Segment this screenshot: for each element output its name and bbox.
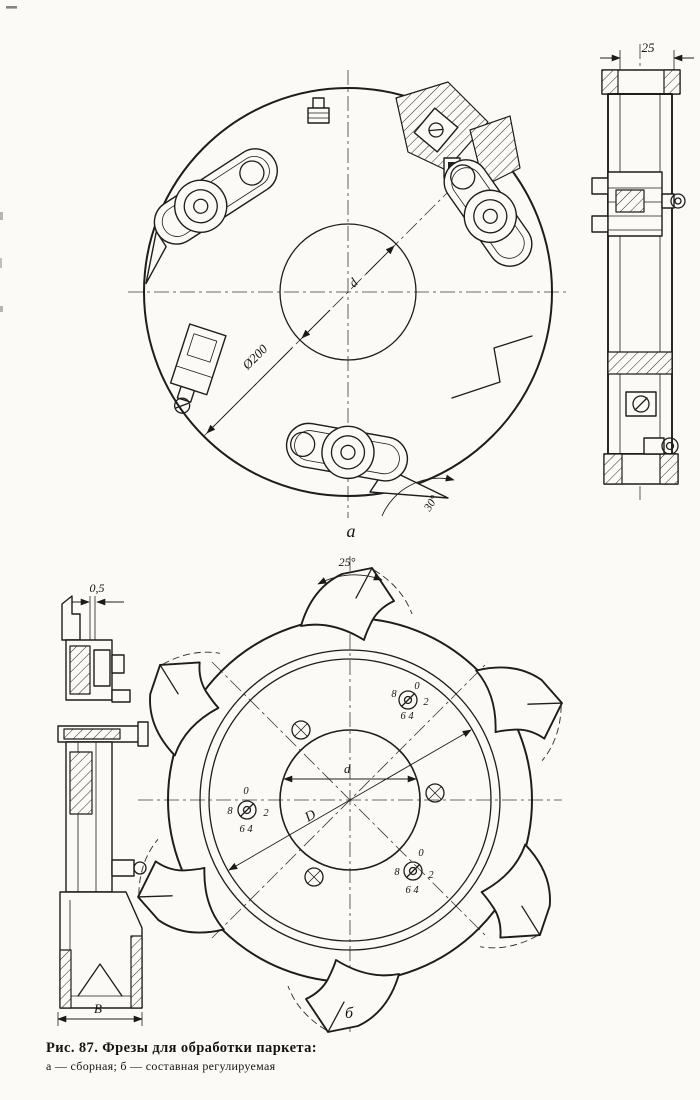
hatched-band [607, 351, 673, 375]
hatched-section [69, 645, 91, 695]
bore-arrow-2 [365, 245, 395, 275]
bore-arrow-1 [301, 309, 331, 339]
insert-bottom [285, 422, 409, 482]
scale-digit: 2 [423, 697, 429, 708]
cutter-body-outline [143, 87, 553, 497]
cutter-a-side-view: 25 [591, 40, 694, 500]
side-bolt [111, 859, 147, 877]
adjust-scale-2: 0 8 2 6 4 [227, 786, 269, 835]
flange-dim-label: D [302, 807, 319, 826]
flange-dim-line [228, 729, 472, 871]
slide-block [93, 649, 111, 687]
cutter-b-front-view: 0 8 2 6 4 0 8 2 6 4 0 8 2 6 4 d [137, 555, 563, 1033]
bore-circle [279, 223, 417, 361]
caption-legend: а — сборная; б — составная регулируемая [46, 1059, 276, 1073]
angle-25-arc [317, 573, 383, 585]
cross-screw [425, 783, 445, 803]
scale-digit: 8 [391, 689, 397, 700]
cutter-a-front-view: d Ø200 30° а [128, 70, 568, 541]
wedge-block-left [169, 323, 227, 414]
hatched-section [69, 751, 93, 815]
adjust-scale-3: 0 8 2 6 4 [394, 848, 434, 896]
scale-digit: 6 4 [400, 711, 414, 722]
side-a-clamp [591, 171, 686, 237]
bore-dim-label: d [344, 761, 351, 776]
scan-artifacts [0, 6, 17, 312]
hatched-section [601, 69, 619, 95]
body-step-contour [451, 335, 533, 399]
scale-digit: 8 [227, 806, 233, 817]
flange-circle-outer [199, 649, 501, 951]
cross-screw [291, 720, 311, 740]
hatched-section [663, 69, 681, 95]
scale-digit: 0 [418, 848, 424, 859]
insert-right [443, 159, 533, 267]
scale-digit: 8 [394, 867, 400, 878]
side-b-tooth [61, 595, 81, 641]
blade-clamp-screw [413, 107, 459, 153]
cutter-b-side-view: 0,5 [57, 581, 149, 1026]
diameter-dim-label: Ø200 [239, 341, 271, 373]
diameter-dim-line [206, 347, 293, 434]
scale-digit: 2 [428, 870, 434, 881]
figure-caption: Рис. 87. Фрезы для обработки паркета: а … [46, 1040, 317, 1073]
step-block [111, 689, 131, 703]
angle-30-arc [381, 474, 455, 517]
centerline-diagonal [203, 134, 506, 437]
insert-upper-left [145, 148, 278, 285]
view-a-label: а [347, 521, 356, 541]
scale-digit: 6 4 [405, 885, 419, 896]
view-b-label: б [345, 1005, 354, 1022]
width-b-label: В [94, 1001, 102, 1016]
width-25-label: 25 [642, 40, 656, 55]
scale-digit: 0 [243, 786, 249, 797]
scale-digit: 2 [263, 808, 269, 819]
flange-circle-inner [208, 658, 492, 942]
cross-screw [304, 867, 324, 887]
side-a-lower-screw [625, 391, 657, 417]
adjust-scale-1: 0 8 2 6 4 [391, 681, 429, 722]
scale-digit: 0 [414, 681, 420, 692]
step-block [111, 654, 125, 674]
gap-dim-label: 0,5 [90, 581, 105, 595]
clamp-bolt [57, 721, 149, 747]
angle-25-label: 25° [339, 555, 356, 569]
caption-title: Рис. 87. Фрезы для обработки паркета: [46, 1040, 317, 1056]
scale-digit: 6 4 [239, 824, 253, 835]
cutter-teeth [137, 567, 563, 1033]
side-b-flange-cup [59, 891, 143, 1009]
top-screw [307, 97, 330, 124]
side-a-bottom [603, 437, 679, 485]
